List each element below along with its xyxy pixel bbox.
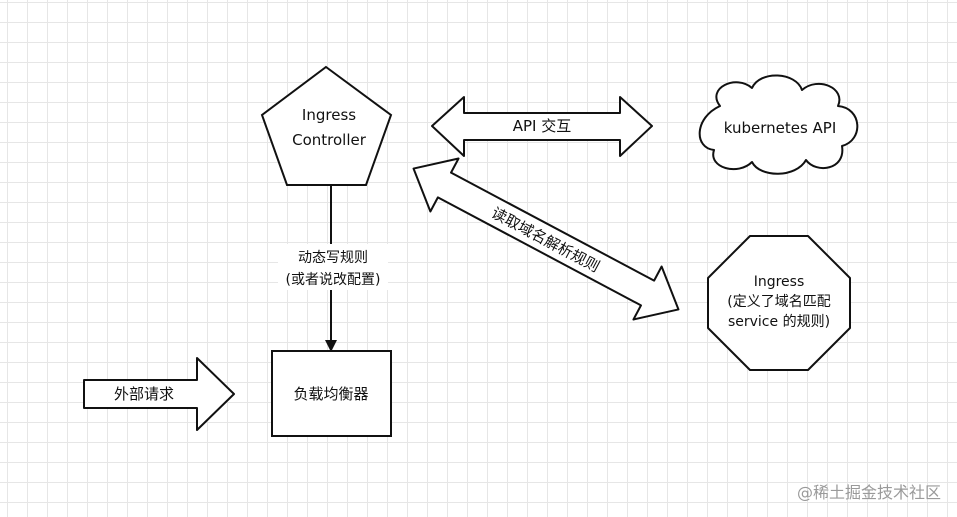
load-balancer-label: 负载均衡器 <box>293 385 368 403</box>
ingress-resource-label-line3: service 的规则) <box>728 314 830 330</box>
ingress-controller-node[interactable]: Ingress Controller <box>260 65 393 186</box>
read-rules-arrow: 读取域名解析规则 <box>412 157 680 321</box>
external-request-label: 外部请求 <box>114 385 174 403</box>
kubernetes-api-label: kubernetes API <box>724 119 837 137</box>
kubernetes-api-node[interactable]: kubernetes API <box>698 74 859 175</box>
ingress-controller-label-line2: Controller <box>292 131 367 149</box>
write-rules-label-line2: (或者说改配置) <box>286 272 381 288</box>
api-interaction-arrow: API 交互 <box>431 96 653 157</box>
api-interaction-label: API 交互 <box>513 117 572 135</box>
write-rules-label-line1: 动态写规则 <box>298 250 368 266</box>
load-balancer-node[interactable]: 负载均衡器 <box>271 350 392 437</box>
ingress-resource-label-line1: Ingress <box>754 274 805 290</box>
ingress-resource-node[interactable]: Ingress (定义了域名匹配 service 的规则) <box>707 235 851 371</box>
write-rules-edge: 动态写规则 (或者说改配置) <box>278 186 388 352</box>
watermark: @稀土掘金技术社区 <box>796 483 941 502</box>
read-rules-label: 读取域名解析规则 <box>488 204 602 276</box>
external-request-arrow: 外部请求 <box>83 357 235 431</box>
ingress-controller-label-line1: Ingress <box>302 106 356 124</box>
ingress-resource-label-line2: (定义了域名匹配 <box>727 294 830 310</box>
